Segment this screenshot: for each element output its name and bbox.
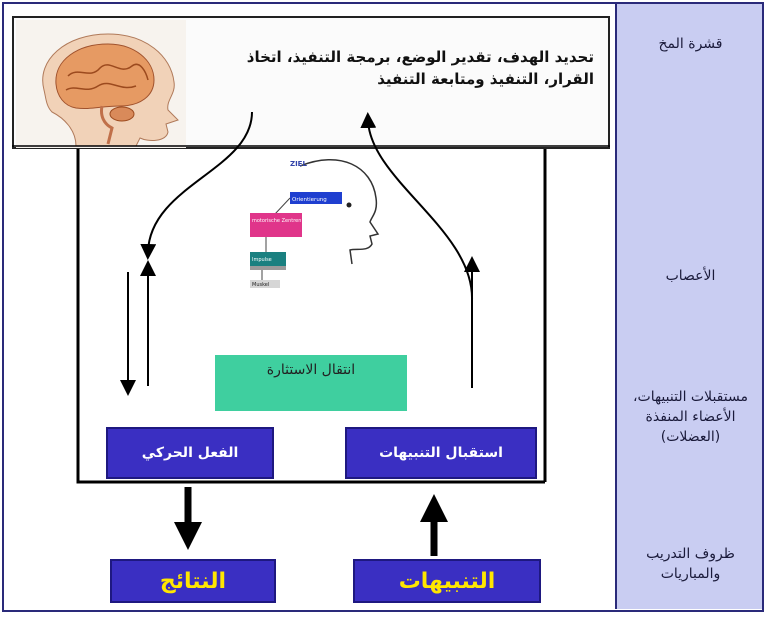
goal-head-figure: ZIEL Orientierung motorische Zentren Imp… [250,158,380,288]
sidebar: قشرة المخ الأعصاب مستقبلات التنبيهات، ال… [615,4,762,609]
cortex-box: تحديد الهدف، تقدير الوضع، برمجة التنفيذ،… [12,16,610,149]
motor-centers-label: motorische Zentren [252,218,301,224]
muscle-label: Muskel [252,282,269,288]
sidebar-label-receptors: مستقبلات التنبيهات، الأعضاء المنفذة (الع… [633,389,748,445]
arrow-cortex-down [140,111,253,260]
goal-label: ZIEL [290,160,307,168]
sidebar-label-cortex: قشرة المخ [658,36,723,52]
left-bottom-frame-line [76,149,545,484]
arrow-up-to-cortex [360,112,474,301]
cortex-description: تحديد الهدف، تقدير الوضع، برمجة التنفيذ،… [246,48,594,88]
stimulus-reception-box: استقبال التنبيهات [345,427,537,479]
sidebar-label-nerves: الأعصاب [665,268,716,284]
impulse-label: Impulse [252,257,272,263]
orientation-label: Orientierung [292,197,327,203]
motor-action-box: الفعل الحركي [106,427,274,479]
stimuli-box: التنبيهات [353,559,541,603]
brain-illustration [16,20,186,148]
brain-shape [55,43,155,110]
results-box: النتائج [110,559,276,603]
excitation-transfer-box: انتقال الاستثارة [215,355,407,411]
sidebar-label-conditions: ظروف التدريب والمباريات [646,546,735,582]
